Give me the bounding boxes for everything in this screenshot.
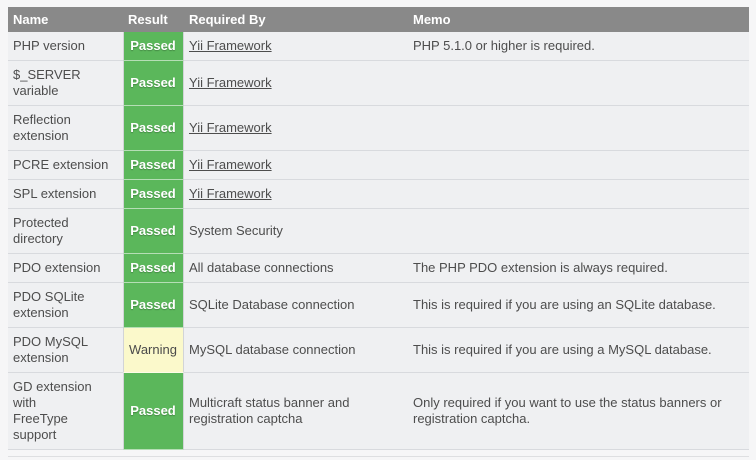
- memo-cell: [408, 180, 749, 209]
- memo-cell: This is required if you are using an SQL…: [408, 283, 749, 328]
- requirement-name: PHP version: [8, 32, 123, 61]
- section-divider: [8, 456, 749, 460]
- requirement-name: SPL extension: [8, 180, 123, 209]
- memo-cell: The PHP PDO extension is always required…: [408, 254, 749, 283]
- memo-cell: [408, 106, 749, 151]
- header-row: Name Result Required By Memo: [8, 7, 749, 32]
- table-header: Name Result Required By Memo: [8, 7, 749, 32]
- column-header-memo: Memo: [408, 7, 749, 32]
- memo-cell: [408, 209, 749, 254]
- required-by-cell: All database connections: [184, 254, 408, 283]
- result-badge: Passed: [123, 254, 184, 283]
- table-row: $_SERVER variable Passed Yii Framework: [8, 61, 749, 106]
- table-row: PDO extension Passed All database connec…: [8, 254, 749, 283]
- table-row: PDO SQLite extension Passed SQLite Datab…: [8, 283, 749, 328]
- table-row: PDO MySQL extension Warning MySQL databa…: [8, 328, 749, 373]
- required-by-cell: System Security: [184, 209, 408, 254]
- memo-cell: PHP 5.1.0 or higher is required.: [408, 32, 749, 61]
- requirement-name: Reflection extension: [8, 106, 123, 151]
- required-by-link[interactable]: Yii Framework: [189, 186, 272, 201]
- required-by-link[interactable]: Yii Framework: [189, 120, 272, 135]
- required-by-cell: Multicraft status banner and registratio…: [184, 373, 408, 450]
- required-by-cell: MySQL database connection: [184, 328, 408, 373]
- table-row: Reflection extension Passed Yii Framewor…: [8, 106, 749, 151]
- result-badge: Passed: [123, 180, 184, 209]
- requirement-name: PDO MySQL extension: [8, 328, 123, 373]
- required-by-cell: Yii Framework: [184, 61, 408, 106]
- required-by-link[interactable]: Yii Framework: [189, 75, 272, 90]
- required-by-cell: Yii Framework: [184, 180, 408, 209]
- result-badge: Passed: [123, 61, 184, 106]
- table-row: PCRE extension Passed Yii Framework: [8, 151, 749, 180]
- result-badge: Passed: [123, 373, 184, 450]
- required-by-cell: Yii Framework: [184, 32, 408, 61]
- required-by-cell: SQLite Database connection: [184, 283, 408, 328]
- memo-cell: Only required if you want to use the sta…: [408, 373, 749, 450]
- memo-cell: [408, 151, 749, 180]
- table-row: PHP version Passed Yii Framework PHP 5.1…: [8, 32, 749, 61]
- result-badge: Passed: [123, 283, 184, 328]
- requirements-table: Name Result Required By Memo PHP version…: [8, 7, 749, 450]
- required-by-link[interactable]: Yii Framework: [189, 38, 272, 53]
- requirement-name: $_SERVER variable: [8, 61, 123, 106]
- requirement-name: Protected directory: [8, 209, 123, 254]
- requirement-name: PCRE extension: [8, 151, 123, 180]
- requirement-name: PDO extension: [8, 254, 123, 283]
- result-badge: Passed: [123, 209, 184, 254]
- table-row: SPL extension Passed Yii Framework: [8, 180, 749, 209]
- result-badge: Warning: [123, 328, 184, 373]
- result-badge: Passed: [123, 32, 184, 61]
- requirement-name: GD extension with FreeType support: [8, 373, 123, 450]
- column-header-required-by: Required By: [184, 7, 408, 32]
- result-badge: Passed: [123, 151, 184, 180]
- memo-cell: [408, 61, 749, 106]
- requirement-name: PDO SQLite extension: [8, 283, 123, 328]
- column-header-name: Name: [8, 7, 123, 32]
- result-badge: Passed: [123, 106, 184, 151]
- column-header-result: Result: [123, 7, 184, 32]
- memo-cell: This is required if you are using a MySQ…: [408, 328, 749, 373]
- table-row: GD extension with FreeType support Passe…: [8, 373, 749, 450]
- required-by-link[interactable]: Yii Framework: [189, 157, 272, 172]
- table-row: Protected directory Passed System Securi…: [8, 209, 749, 254]
- required-by-cell: Yii Framework: [184, 151, 408, 180]
- required-by-cell: Yii Framework: [184, 106, 408, 151]
